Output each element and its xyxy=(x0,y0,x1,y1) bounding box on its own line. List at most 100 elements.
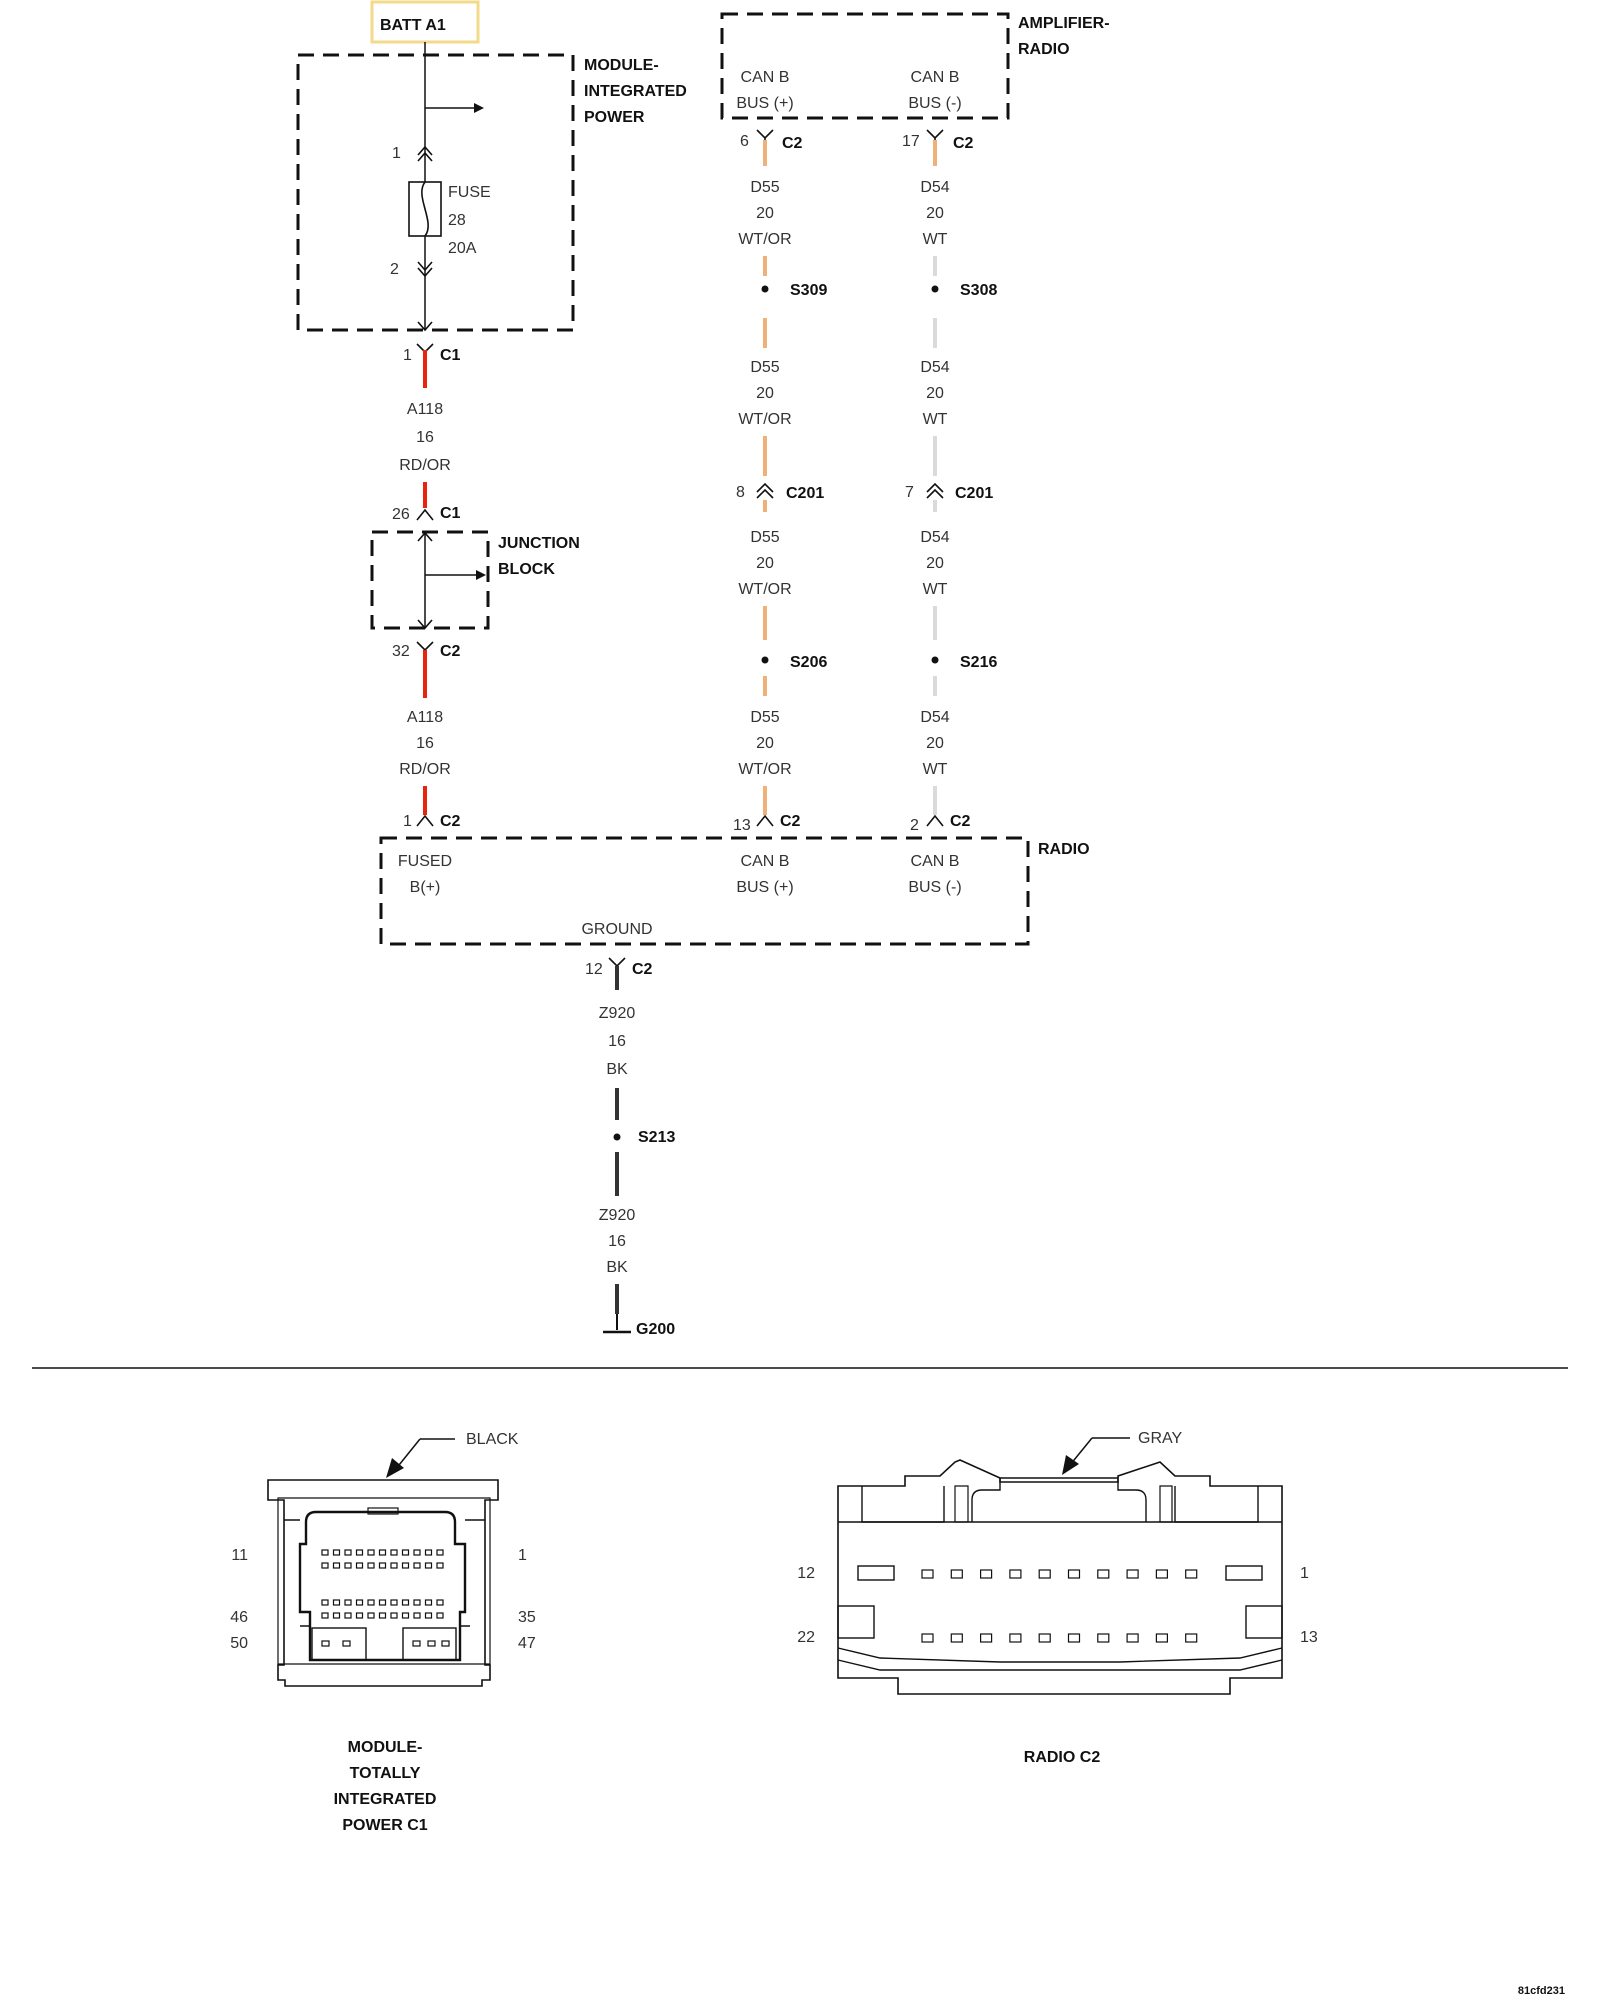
tipm-pin-row4-5 xyxy=(367,1612,375,1619)
d54-color-3: WT xyxy=(923,581,948,598)
wire-d55: D55 20 WT/OR S309 D55 20 WT/OR 8 C201 D5… xyxy=(736,140,827,815)
radio-pin-bottom-10 xyxy=(1185,1633,1198,1643)
amp-title-2: RADIO xyxy=(1018,41,1070,58)
connector-right-pin-tl: 12 xyxy=(797,1565,815,1582)
tipm-pin-row2-10 xyxy=(424,1562,433,1569)
jb-c2-connector: 32 C2 xyxy=(392,641,461,660)
d55-code-3: D55 xyxy=(750,529,779,546)
tipm-pin-row1-9 xyxy=(413,1549,421,1556)
connector-right-latch xyxy=(971,1477,1147,1522)
c201-pin-p: 8 xyxy=(736,484,745,501)
z920-color-1: BK xyxy=(606,1061,628,1078)
radio-pin-top-1 xyxy=(921,1569,934,1579)
radio-module: RADIO FUSED B(+) CAN B BUS (+) CAN B BUS… xyxy=(379,836,1090,946)
tipm-bottom-arrow xyxy=(417,321,433,332)
tipm-pin-row1-4 xyxy=(355,1549,364,1556)
tipm-pin-row4-1 xyxy=(321,1612,329,1619)
tipm-pin-row2-2 xyxy=(332,1562,341,1569)
radio-pin-bottom-8 xyxy=(1126,1633,1139,1643)
radio-canp-2: BUS (+) xyxy=(736,879,793,896)
d55-code-2: D55 xyxy=(750,359,779,376)
connector-left-latch xyxy=(367,1507,399,1515)
splice-s216-dot xyxy=(931,656,939,664)
d55-color-1: WT/OR xyxy=(738,231,791,248)
tipm-pin-row3-7 xyxy=(390,1599,398,1606)
connector-right-title: RADIO C2 xyxy=(1024,1749,1101,1766)
radio-pin-top-10 xyxy=(1185,1569,1198,1579)
tipm-pin2-chevron xyxy=(417,261,433,278)
jb-out-conn: C2 xyxy=(440,643,461,660)
c201-pin7-chevron xyxy=(926,482,944,499)
jb-title-1: JUNCTION xyxy=(498,535,580,552)
connector-left-pin-47a xyxy=(427,1640,436,1647)
tipm-pin-row3-10 xyxy=(424,1599,433,1606)
d55-color-3: WT/OR xyxy=(738,581,791,598)
tipm-pin-row3-8 xyxy=(401,1599,410,1606)
tipm-pin-row4-11 xyxy=(436,1612,444,1619)
connector-right-key-bl xyxy=(837,1605,875,1639)
tipm-pin-row2-6 xyxy=(378,1562,387,1569)
tipm-pin-row4-3 xyxy=(344,1612,352,1619)
tipm-title-3: POWER xyxy=(584,109,645,126)
connector-right-key-tl xyxy=(857,1565,895,1581)
splice-s309-label: S309 xyxy=(790,282,827,299)
tipm-pin-row4-9 xyxy=(413,1612,421,1619)
jb-c1-connector: 26 C1 xyxy=(392,505,461,523)
d55-code-1: D55 xyxy=(750,179,779,196)
radio-conn-fused: C2 xyxy=(440,813,461,830)
d54-color-4: WT xyxy=(923,761,948,778)
tipm-pin-row2-5 xyxy=(367,1562,375,1569)
d55-gauge-1: 20 xyxy=(756,205,774,222)
connector-right-tabs xyxy=(954,1485,1173,1523)
radio-pin-fused: 1 xyxy=(403,813,412,830)
amp-outline xyxy=(720,12,1010,120)
connector-left-pin-bl: 50 xyxy=(230,1635,248,1652)
radio-pin-bottom-7 xyxy=(1097,1633,1110,1643)
amp-canp-2: BUS (+) xyxy=(736,95,793,112)
tipm-pin-row3-9 xyxy=(413,1599,421,1606)
tipm-pin-row4-8 xyxy=(401,1612,410,1619)
radio-conn-canp: C2 xyxy=(780,813,801,830)
connector-radio-c2: GRAY 12 1 22 13 RADIO C2 xyxy=(797,1430,1318,1766)
fuse-line-3: 20A xyxy=(448,240,477,257)
connector-right-bottom-curve xyxy=(837,1647,1283,1663)
connector-left-pin-grid xyxy=(321,1549,444,1619)
d55-color-4: WT/OR xyxy=(738,761,791,778)
tipm-pin1-chevron xyxy=(417,145,433,162)
connector-left-pin-tl: 11 xyxy=(231,1547,248,1564)
connector-left-pin-47 xyxy=(441,1640,450,1647)
tipm-pin-row4-2 xyxy=(332,1612,341,1619)
tipm-pin-top: 1 xyxy=(392,145,401,162)
a118-code-1: A118 xyxy=(407,401,443,418)
amp-conn-p: C2 xyxy=(782,135,803,152)
a118-color-2: RD/OR xyxy=(399,761,451,778)
radio-pin-top-5 xyxy=(1038,1569,1051,1579)
tipm-pin-row1-6 xyxy=(378,1549,387,1556)
connector-right-key-br xyxy=(1245,1605,1283,1639)
tipm-pin-row4-4 xyxy=(355,1612,364,1619)
tipm-pin-row1-1 xyxy=(321,1549,329,1556)
z920-code-2: Z920 xyxy=(599,1207,636,1224)
splice-s308-label: S308 xyxy=(960,282,997,299)
tipm-pin-row3-11 xyxy=(436,1599,444,1606)
z920-gauge-2: 16 xyxy=(608,1233,626,1250)
tipm-pin-row1-11 xyxy=(436,1549,444,1556)
tipm-c1-connector: 1 C1 xyxy=(403,343,461,364)
tipm-pin-row3-5 xyxy=(367,1599,375,1606)
a118-gauge-1: 16 xyxy=(416,429,434,446)
fuse-line-2: 28 xyxy=(448,212,466,229)
wire-a118-label-lower: A118 16 RD/OR xyxy=(399,709,451,778)
jb-out-pin: 32 xyxy=(392,643,410,660)
d55-code-4: D55 xyxy=(750,709,779,726)
d54-code-2: D54 xyxy=(920,359,949,376)
tipm-pin-row2-11 xyxy=(436,1562,444,1569)
connector-left-pin-tr: 1 xyxy=(518,1547,527,1564)
radio-pin13-chevron xyxy=(756,814,774,827)
jb-title-2: BLOCK xyxy=(498,561,555,578)
connector-left-title-1: MODULE- xyxy=(348,1739,423,1756)
batt-a1-box: BATT A1 xyxy=(370,0,480,44)
radio-title: RADIO xyxy=(1038,841,1090,858)
c201-label-p: C201 xyxy=(786,485,824,502)
fuse-line-1: FUSE xyxy=(448,184,491,201)
tipm-pin-row3-6 xyxy=(378,1599,387,1606)
